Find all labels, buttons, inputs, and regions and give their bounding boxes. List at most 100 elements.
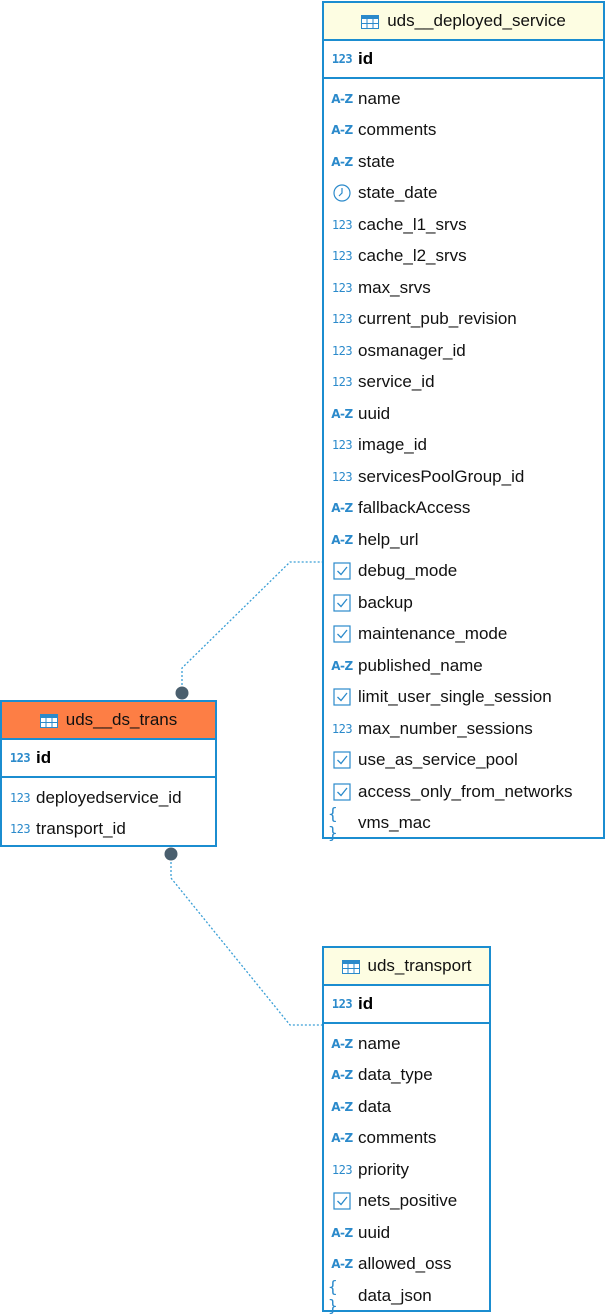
json-type-icon: { } bbox=[328, 804, 340, 843]
column-row[interactable]: maintenance_mode bbox=[324, 619, 603, 651]
json-type-icon: { } bbox=[328, 1276, 340, 1315]
number-type-icon: 123 bbox=[331, 997, 353, 1011]
table-header[interactable]: uds__deployed_service bbox=[324, 3, 603, 41]
table-icon bbox=[39, 713, 58, 728]
column-name: limit_user_single_session bbox=[358, 687, 552, 707]
table-header[interactable]: uds__ds_trans bbox=[2, 702, 215, 740]
type-icon bbox=[328, 783, 356, 801]
column-row[interactable]: A-Z help_url bbox=[324, 524, 603, 556]
column-row[interactable]: debug_mode bbox=[324, 556, 603, 588]
column-name: state_date bbox=[358, 183, 438, 203]
type-icon: 123 bbox=[328, 375, 356, 389]
column-row[interactable]: { }data_json bbox=[324, 1276, 489, 1315]
column-name: servicesPoolGroup_id bbox=[358, 466, 525, 486]
column-row[interactable]: nets_positive bbox=[324, 1186, 489, 1218]
type-icon: 123 bbox=[328, 997, 356, 1011]
column-name: uuid bbox=[358, 403, 391, 423]
type-icon: 123 bbox=[328, 312, 356, 326]
column-row[interactable]: limit_user_single_session bbox=[324, 682, 603, 714]
column-row[interactable]: A-Z allowed_oss bbox=[324, 1249, 489, 1281]
column-row[interactable]: use_as_service_pool bbox=[324, 745, 603, 777]
text-type-icon: A-Z bbox=[331, 532, 353, 547]
table-name: uds__ds_trans bbox=[65, 710, 178, 729]
type-icon bbox=[328, 688, 356, 706]
type-icon: 123 bbox=[328, 722, 356, 736]
relation-endpoint-dot bbox=[164, 847, 178, 861]
primary-key-row[interactable]: 123 id bbox=[324, 41, 603, 79]
table-icon bbox=[361, 14, 380, 29]
type-icon: A-Z bbox=[328, 1226, 356, 1240]
number-type-icon: 123 bbox=[331, 52, 353, 66]
checkbox-icon bbox=[333, 562, 351, 580]
column-name: backup bbox=[358, 592, 413, 612]
column-row[interactable]: access_only_from_networks bbox=[324, 776, 603, 808]
type-icon: 123 bbox=[328, 218, 356, 232]
type-icon: A-Z bbox=[328, 1131, 356, 1145]
text-type-icon: A-Z bbox=[331, 406, 353, 421]
column-name: id bbox=[358, 49, 374, 68]
column-name: debug_mode bbox=[358, 561, 458, 581]
type-icon bbox=[328, 184, 356, 202]
table-name: uds_transport bbox=[367, 956, 472, 975]
text-type-icon: A-Z bbox=[331, 1036, 353, 1051]
column-row[interactable]: { }vms_mac bbox=[324, 804, 603, 842]
type-icon: A-Z bbox=[328, 1100, 356, 1114]
column-name: state bbox=[358, 151, 395, 171]
column-name: osmanager_id bbox=[358, 340, 466, 360]
column-row[interactable]: 123 transport_id bbox=[2, 814, 215, 846]
column-row[interactable]: state_date bbox=[324, 178, 603, 210]
column-name: allowed_oss bbox=[358, 1254, 452, 1274]
column-name: published_name bbox=[358, 655, 483, 675]
primary-key-row[interactable]: 123 id bbox=[324, 986, 489, 1024]
text-type-icon: A-Z bbox=[331, 1068, 353, 1083]
number-type-icon: 123 bbox=[9, 822, 31, 837]
type-icon: 123 bbox=[328, 438, 356, 452]
column-name: data_type bbox=[358, 1065, 433, 1085]
text-type-icon: A-Z bbox=[331, 123, 353, 138]
column-name: deployedservice_id bbox=[36, 787, 182, 807]
clock-icon bbox=[333, 184, 351, 202]
column-name: comments bbox=[358, 1128, 437, 1148]
checkbox-icon bbox=[333, 783, 351, 801]
column-row[interactable]: A-Z data_type bbox=[324, 1060, 489, 1092]
primary-key-row[interactable]: 123 id bbox=[2, 740, 215, 778]
type-icon: 123 bbox=[328, 281, 356, 295]
column-row[interactable]: A-Z uuid bbox=[324, 398, 603, 430]
text-type-icon: A-Z bbox=[331, 1257, 353, 1272]
number-type-icon: 123 bbox=[331, 249, 353, 264]
column-row[interactable]: backup bbox=[324, 587, 603, 619]
number-type-icon: 123 bbox=[331, 1162, 353, 1177]
column-name: name bbox=[358, 88, 401, 108]
column-name: help_url bbox=[358, 529, 419, 549]
type-icon bbox=[328, 562, 356, 580]
column-name: transport_id bbox=[36, 819, 126, 839]
table-header[interactable]: uds_transport bbox=[324, 948, 489, 986]
